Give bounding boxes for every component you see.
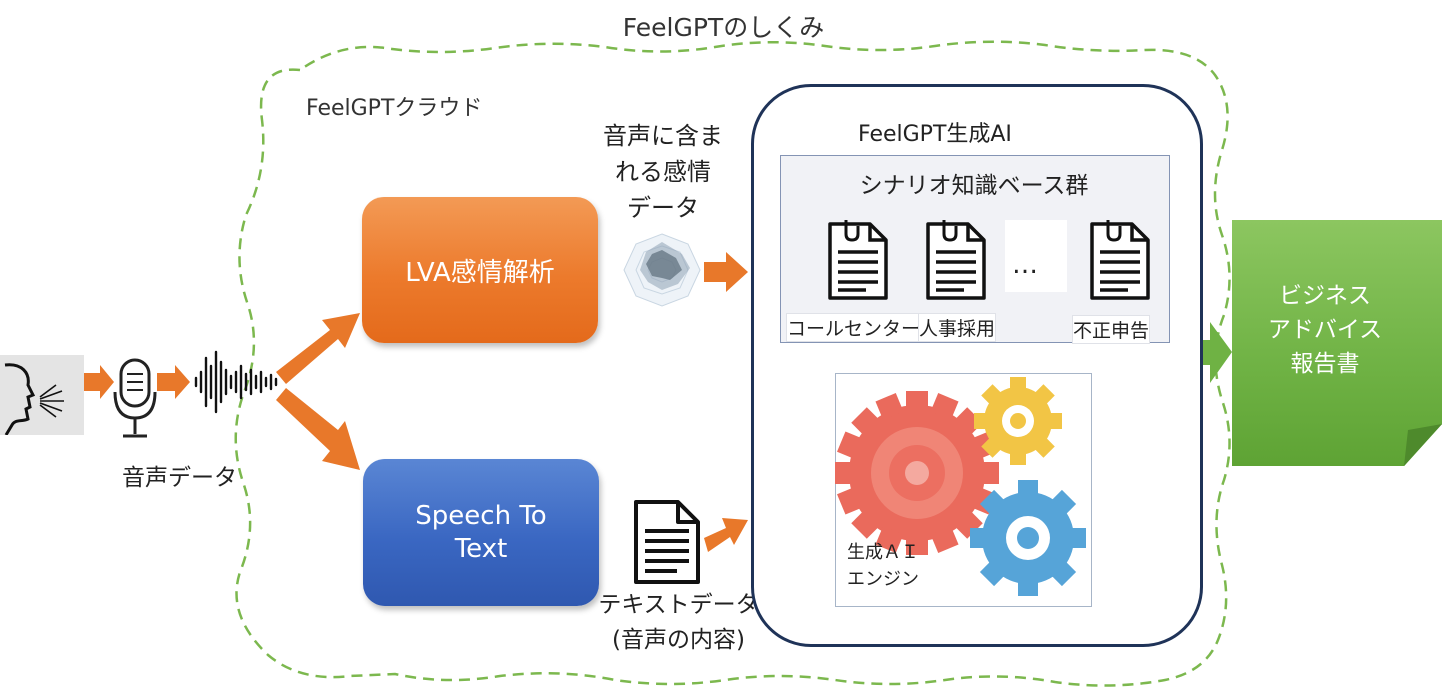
doc-label-hr: 人事採用 [918,313,997,342]
arrow-to-stt [276,388,360,470]
speech-to-text-line2: Text [454,533,508,564]
text-data-label: テキストデータ (音声の内容) [598,592,759,653]
cloud-label: FeelGPTクラウド [306,96,483,121]
generative-ai-label: FeelGPT生成AI [858,122,1012,147]
speech-to-text-box: Speech To Text [363,459,599,606]
doc-icon-callcenter [828,220,888,300]
ai-engine-label: 生成ＡＩ エンジン [847,542,919,590]
ellipsis: … [1012,250,1038,280]
knowledge-base-title: シナリオ知識ベース群 [859,173,1089,199]
text-document-icon [634,500,700,584]
business-report-label: ビジネス アドバイス 報告書 [1267,283,1383,377]
doc-label-fraud: 不正申告 [1072,315,1151,344]
diagram-title: FeelGPTのしくみ [622,13,825,42]
lva-analysis-label: LVA感情解析 [405,257,555,288]
arrow-to-lva [276,313,360,384]
cloud-outline [234,40,1231,687]
radar-chart-icon [623,233,701,307]
arrow-to-report [1189,322,1232,383]
doc-icon-fraud [1090,220,1150,300]
gears-icon [835,377,1086,596]
doc-icon-hr [926,220,986,300]
voice-data-label: 音声データ [122,465,237,491]
report-fold-corner [1404,424,1442,466]
lva-analysis-box: LVA感情解析 [362,197,598,343]
arrow-emotion-to-ai [704,252,748,292]
emotion-data-label: 音声に含ま れる感情 データ [603,122,723,222]
speaking-face-icon [0,355,84,436]
ellipsis-panel [1005,220,1067,292]
speech-to-text-line1: Speech To [415,500,547,531]
arrow-to-wave [157,365,190,399]
microphone-icon [113,358,157,438]
arrow-text-to-ai [704,518,748,552]
business-report [1232,220,1442,466]
sound-wave-icon [194,350,278,414]
arrow-to-mic [84,365,114,399]
doc-label-callcenter: コールセンター [786,313,922,342]
